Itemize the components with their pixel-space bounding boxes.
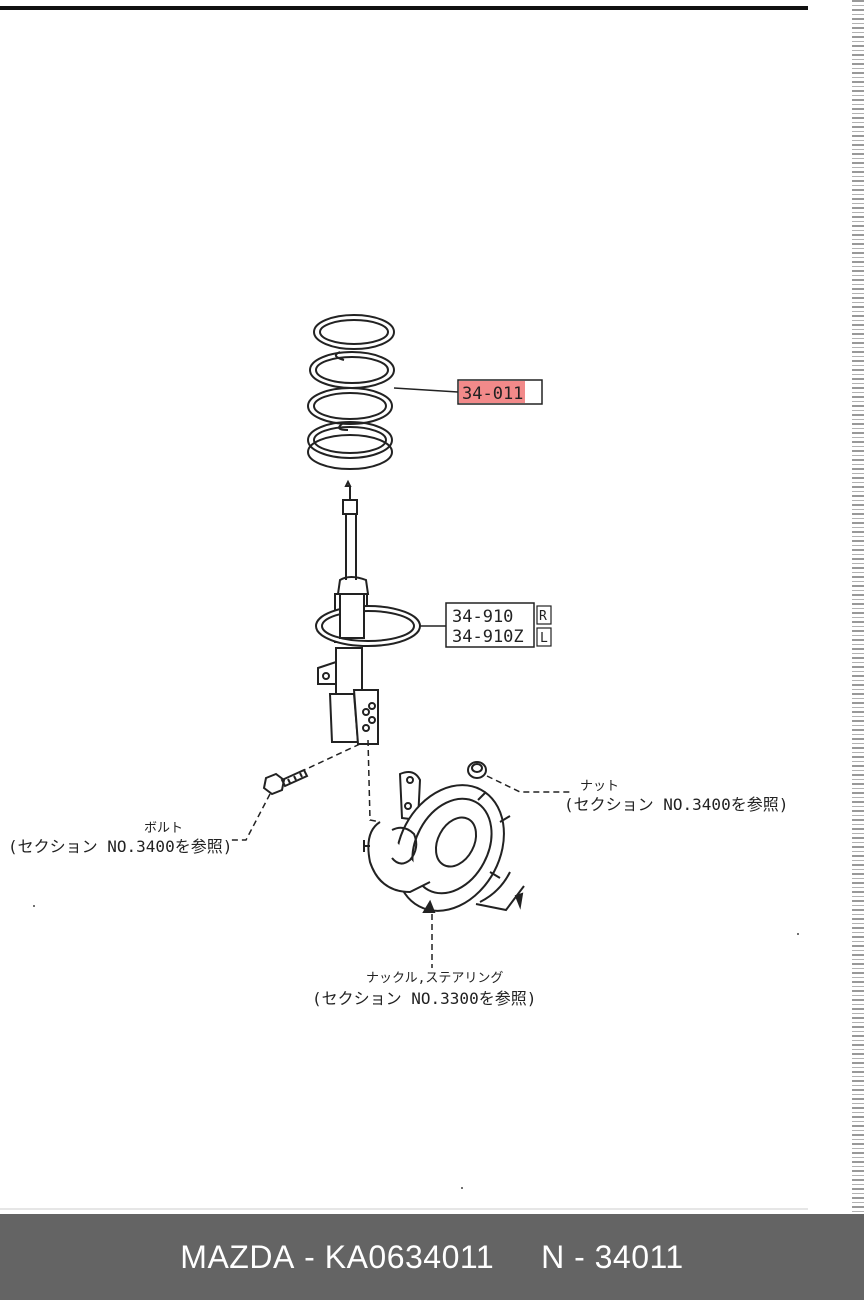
knuckle-label: ナックル,ステアリング [366, 971, 503, 986]
footer-part-number: KA0634011 [324, 1238, 495, 1275]
scan-speck [33, 905, 35, 907]
footer-separator: - [294, 1238, 325, 1275]
scan-edge-artifact [852, 0, 864, 1214]
footer-ref-prefix: N [541, 1238, 565, 1275]
strut-part-callout[interactable]: 34-910 34-910Z R L [445, 602, 552, 648]
footer-gap [494, 1239, 541, 1276]
bottom-border-rule [0, 1208, 808, 1210]
strut-to-knuckle-dashed-line [367, 739, 381, 823]
knuckle-section-reference: (セクション NO.3300を参照) [312, 989, 536, 1008]
bolt-label: ボルト [144, 821, 183, 836]
bolt-section-reference: (セクション NO.3400を参照) [8, 837, 232, 856]
side-box-r [536, 605, 552, 625]
strut-part-number-right: 34-910 [452, 607, 513, 627]
exploded-view-drawing: 34-011 34-910 34- [8, 314, 799, 1189]
callout-box [445, 602, 535, 648]
spring-leader-line [393, 387, 459, 393]
strut-part-number-left: 34-910Z [452, 627, 524, 647]
scan-speck [461, 1187, 463, 1189]
coil-spring[interactable] [307, 314, 395, 470]
bolt-note-leader [230, 793, 271, 841]
bolt-dashed-leader [299, 743, 361, 773]
nut[interactable] [467, 761, 487, 779]
nut-note-leader [486, 775, 570, 793]
side-label-left: L [540, 631, 548, 646]
strut-assembly[interactable] [315, 479, 421, 745]
part-info-footer: MAZDA - KA0634011 N - 34011 [0, 1214, 864, 1300]
footer-separator: - [564, 1238, 595, 1275]
scan-speck [797, 933, 799, 935]
footer-brand: MAZDA [180, 1238, 295, 1275]
footer-ref-number: 34011 [594, 1238, 684, 1275]
spring-part-callout[interactable]: 34-011 [457, 379, 543, 405]
side-box-l [536, 627, 552, 647]
highlight-marker [459, 381, 525, 403]
spring-part-number: 34-011 [462, 384, 523, 404]
side-label-right: R [539, 609, 547, 624]
steering-knuckle[interactable] [363, 766, 525, 929]
top-border-rule [0, 6, 808, 10]
bolt[interactable] [262, 768, 309, 796]
nut-section-reference: (セクション NO.3400を参照) [564, 795, 788, 814]
nut-label: ナット [580, 779, 619, 794]
